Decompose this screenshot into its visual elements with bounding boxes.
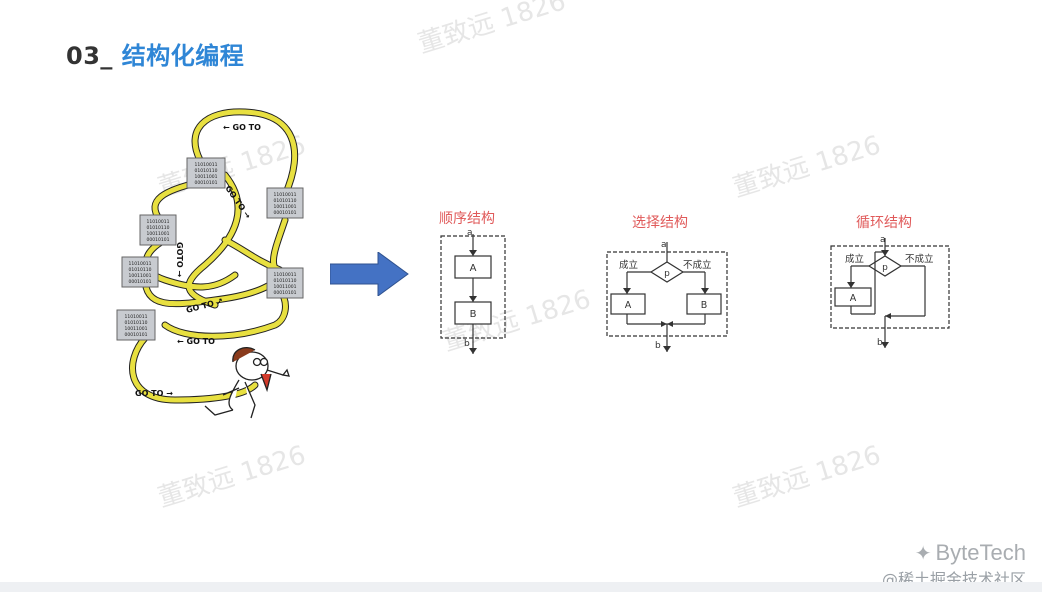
- svg-text:10011001: 10011001: [129, 273, 152, 279]
- svg-text:p: p: [882, 263, 888, 273]
- code-block: 11010011 01010110 10011001 00010101: [121, 256, 159, 288]
- svg-text:00010101: 00010101: [274, 290, 297, 296]
- code-block: 11010011 01010110 10011001 00010101: [266, 267, 304, 299]
- svg-text:a: a: [467, 228, 473, 238]
- sequence-structure-title: 顺序结构: [439, 211, 495, 227]
- svg-text:11010011: 11010011: [129, 261, 152, 267]
- svg-text:A: A: [850, 293, 857, 304]
- svg-text:B: B: [701, 300, 708, 311]
- svg-text:A: A: [470, 263, 477, 274]
- svg-text:a: a: [661, 240, 667, 250]
- code-block: 11010011 01010110 10011001 00010101: [266, 187, 304, 219]
- svg-text:01010110: 01010110: [274, 278, 297, 284]
- svg-text:00010101: 00010101: [147, 237, 170, 243]
- watermark: 董致远 1826: [729, 440, 885, 514]
- svg-text:01010110: 01010110: [195, 168, 218, 174]
- svg-text:b: b: [877, 338, 883, 348]
- svg-text:11010011: 11010011: [274, 192, 297, 198]
- goto-label: GOTO →: [175, 242, 184, 277]
- svg-text:00010101: 00010101: [195, 180, 218, 186]
- svg-text:a: a: [880, 235, 886, 245]
- svg-text:不成立: 不成立: [905, 253, 934, 265]
- svg-text:B: B: [470, 309, 477, 320]
- goto-label: GO TO →: [135, 389, 173, 398]
- svg-text:01010110: 01010110: [129, 267, 152, 273]
- svg-text:10011001: 10011001: [147, 231, 170, 237]
- svg-text:01010110: 01010110: [274, 198, 297, 204]
- loop-structure-title: 循环结构: [856, 215, 912, 231]
- code-block: 11010011 01010110 10011001 00010101: [116, 309, 156, 341]
- svg-text:p: p: [664, 269, 670, 279]
- transition-arrow: [330, 252, 409, 296]
- svg-text:11010011: 11010011: [274, 272, 297, 278]
- svg-text:11010011: 11010011: [195, 162, 218, 168]
- goto-label: ← GO TO: [177, 337, 215, 346]
- svg-text:00010101: 00010101: [129, 279, 152, 285]
- svg-text:A: A: [625, 300, 632, 311]
- svg-text:b: b: [655, 341, 661, 351]
- svg-text:10011001: 10011001: [274, 284, 297, 290]
- bytetech-logo-icon: ✦: [914, 543, 932, 565]
- title-text: 结构化编程: [121, 42, 245, 70]
- svg-text:10011001: 10011001: [195, 174, 218, 180]
- running-person-figure: [204, 347, 290, 419]
- selection-flowchart: a p 成立 不成立 A B b: [606, 240, 728, 352]
- code-block: 11010011 01010110 10011001 00010101: [139, 214, 177, 246]
- code-block: 11010011 01010110 10011001 00010101: [186, 157, 226, 189]
- spaghetti-code-illustration: 11010011 01010110 10011001 00010101 1101…: [116, 108, 304, 419]
- sequence-flowchart: a A B b: [440, 228, 506, 354]
- svg-text:10011001: 10011001: [274, 204, 297, 210]
- svg-text:01010110: 01010110: [147, 225, 170, 231]
- watermark: 董致远 1826: [154, 440, 310, 514]
- goto-label: ← GO TO: [223, 123, 261, 132]
- svg-text:00010101: 00010101: [125, 332, 148, 338]
- svg-text:成立: 成立: [619, 259, 638, 271]
- title-number: 03_: [66, 42, 113, 70]
- svg-text:10011001: 10011001: [125, 326, 148, 332]
- loop-flowchart: a p 成立 不成立 A b: [830, 235, 950, 348]
- bytetech-logo: ✦ByteTech: [914, 540, 1026, 565]
- selection-structure-title: 选择结构: [632, 215, 688, 231]
- slide-title: 03_ 结构化编程: [66, 36, 244, 71]
- svg-text:b: b: [464, 339, 470, 349]
- bottom-bar: [0, 582, 1042, 592]
- svg-text:成立: 成立: [845, 253, 864, 265]
- svg-text:11010011: 11010011: [125, 314, 148, 320]
- svg-text:01010110: 01010110: [125, 320, 148, 326]
- watermark: 董致远 1826: [729, 130, 885, 204]
- svg-text:00010101: 00010101: [274, 210, 297, 216]
- watermark: 董致远 1826: [414, 0, 570, 60]
- svg-text:不成立: 不成立: [683, 259, 712, 271]
- svg-text:11010011: 11010011: [147, 219, 170, 225]
